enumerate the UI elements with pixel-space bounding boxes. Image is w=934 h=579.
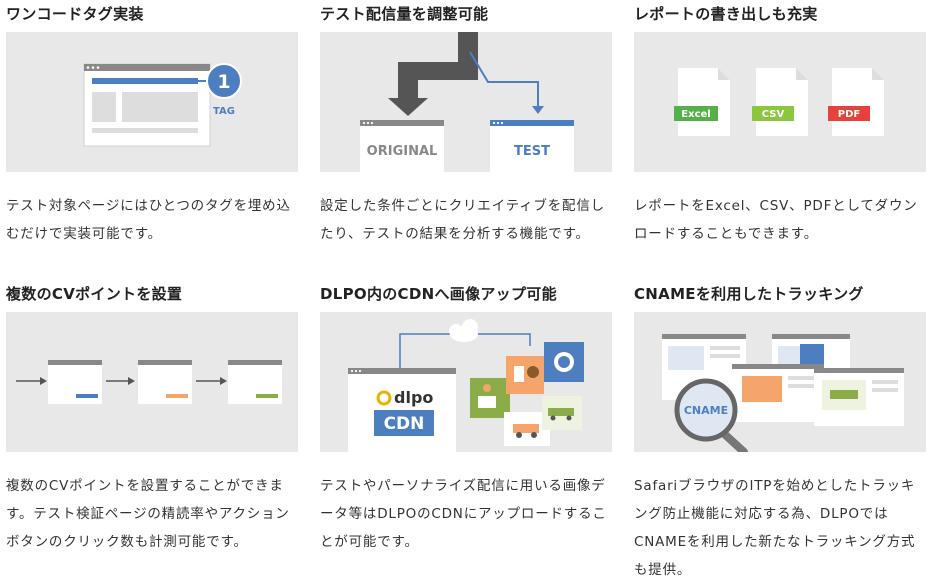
cdn-upload-illustration: dlpo CDN bbox=[320, 312, 612, 452]
feature-card-report-export: レポートの書き出しも充実 Excel CSV PDF レポートをExc bbox=[634, 4, 926, 242]
traffic-allocation-illustration: ORIGINAL TEST bbox=[320, 32, 612, 172]
cv-page-2 bbox=[138, 360, 192, 404]
image-thumbnails bbox=[470, 342, 584, 446]
feature-title: 複数のCVポイントを設置 bbox=[6, 285, 183, 303]
feature-card-multiple-cv-points: 複数のCVポイントを設置 複数のCV bbox=[6, 284, 298, 550]
csv-file-icon: CSV bbox=[752, 68, 808, 136]
feature-title: テスト配信量を調整可能 bbox=[320, 5, 489, 23]
feature-card-cname-tracking: CNAMEを利用したトラッキング bbox=[634, 284, 926, 578]
feature-title: CNAMEを利用したトラッキング bbox=[634, 285, 864, 303]
test-label: TEST bbox=[514, 144, 550, 159]
report-export-illustration: Excel CSV PDF bbox=[634, 32, 926, 172]
feature-card-one-code-tag: ワンコードタグ実装 1 TAG テスト対象ページにはひとつのタグを埋め込むだけで… bbox=[6, 4, 298, 242]
tag-label: TAG bbox=[213, 106, 235, 117]
pdf-file-icon: PDF bbox=[828, 68, 884, 136]
multiple-cv-points-illustration bbox=[6, 312, 298, 452]
feature-card-traffic-allocation: テスト配信量を調整可能 ORIGINAL TEST 設定した条件ごとにクリエイテ… bbox=[320, 4, 612, 242]
cv-page-3 bbox=[228, 360, 282, 404]
feature-description: テストやパーソナライズ配信に用いる画像データ等はDLPOのCDNにアップロードす… bbox=[320, 478, 607, 550]
cdn-label: CDN bbox=[384, 414, 425, 434]
dlpo-logo-text: dlpo bbox=[394, 388, 433, 407]
cloud-icon bbox=[449, 319, 478, 342]
feature-description: レポートをExcel、CSV、PDFとしてダウンロードすることもできます。 bbox=[634, 198, 918, 242]
one-code-tag-illustration: 1 TAG bbox=[6, 32, 298, 172]
split-arrow-test bbox=[469, 51, 539, 108]
feature-description: SafariブラウザのITPを始めとしたトラッキング防止機能に対応する為、DLP… bbox=[634, 478, 916, 578]
split-arrow-original bbox=[388, 52, 478, 116]
tag-badge-icon bbox=[206, 63, 242, 99]
feature-description: テスト対象ページにはひとつのタグを埋め込むだけで実装可能です。 bbox=[6, 198, 291, 242]
feature-title: レポートの書き出しも充実 bbox=[634, 5, 818, 23]
magnifier-icon bbox=[674, 378, 748, 452]
feature-title: ワンコードタグ実装 bbox=[6, 5, 144, 23]
feature-title: DLPO内のCDNへ画像アップ可能 bbox=[320, 285, 557, 303]
dlpo-logo-icon bbox=[376, 390, 392, 406]
original-label: ORIGINAL bbox=[367, 144, 438, 159]
excel-file-icon: Excel bbox=[674, 68, 730, 136]
feature-description: 設定した条件ごとにクリエイティブを配信したり、テストの結果を分析する機能です。 bbox=[320, 198, 605, 242]
tag-badge-number: 1 bbox=[217, 71, 230, 93]
feature-description: 複数のCVポイントを設置することができます。テスト検証ページの精読率やアクション… bbox=[6, 478, 290, 550]
csv-label: CSV bbox=[762, 109, 785, 120]
feature-card-cdn-upload: DLPO内のCDNへ画像アップ可能 dlpo CDN bbox=[320, 284, 612, 550]
pdf-label: PDF bbox=[838, 109, 860, 120]
cname-lens-label: CNAME bbox=[684, 404, 728, 417]
excel-label: Excel bbox=[681, 109, 710, 120]
cname-tracking-illustration: CNAME bbox=[634, 312, 926, 452]
cv-page-1 bbox=[48, 360, 102, 404]
